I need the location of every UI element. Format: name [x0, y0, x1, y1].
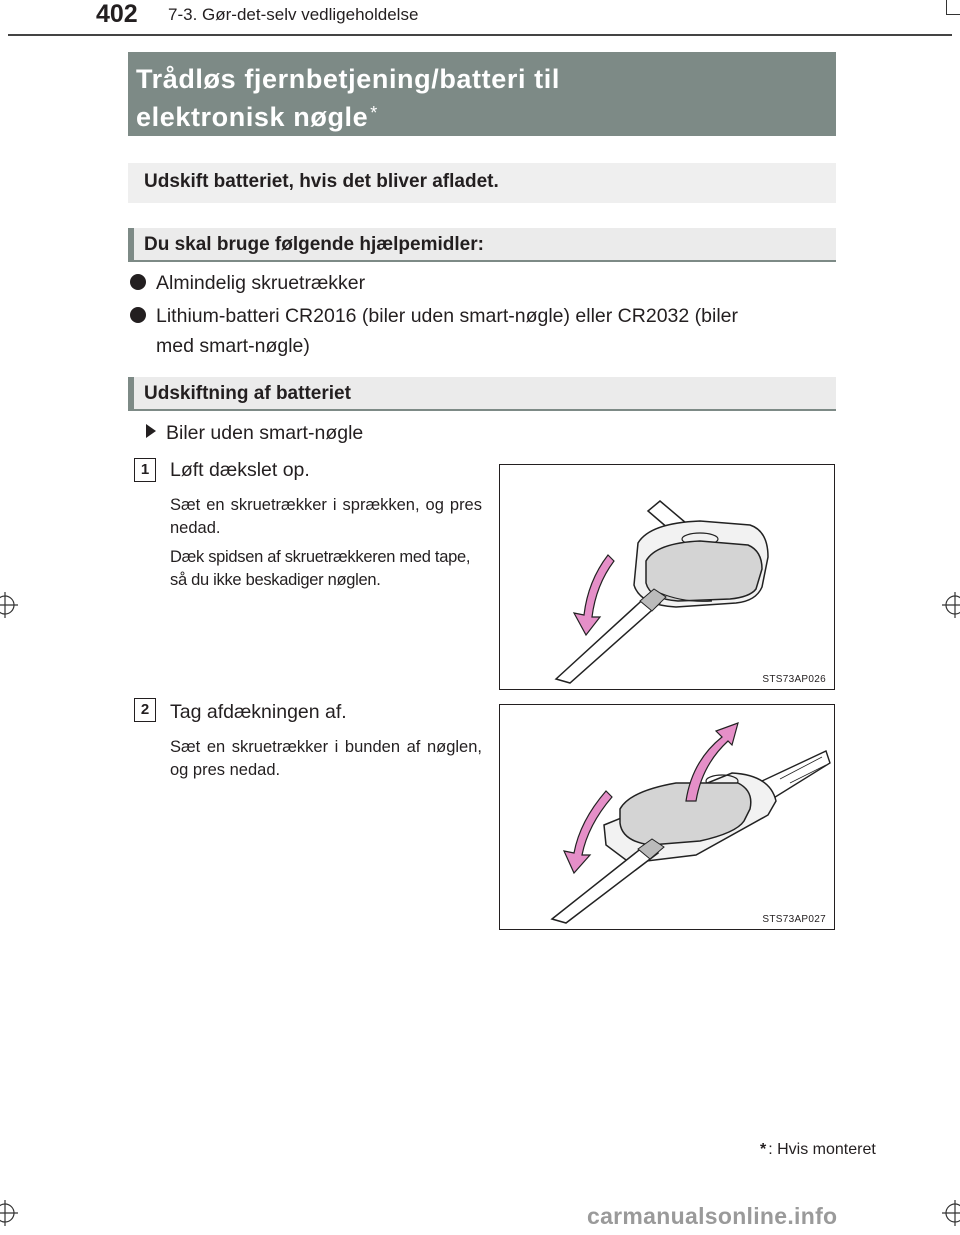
footnote-star: *: [760, 1141, 767, 1158]
step-2-note-1: Sæt en skruetrækker i bunden af nøglen, …: [170, 738, 482, 779]
figure-code: STS73AP027: [762, 914, 826, 925]
step-1-note-2: Dæk spidsen af skruetrækkeren med tape, …: [170, 548, 471, 589]
figure-code: STS73AP026: [762, 674, 826, 685]
section-label: 7-3. Gør-det-selv vedligeholdelse: [168, 5, 419, 24]
header-rule: [8, 34, 952, 36]
page-title-line-2-text: elektronisk nøgle: [136, 102, 369, 132]
page-title: Trådløs fjernbetjening/batteri til elekt…: [128, 52, 836, 136]
page-title-line-2: elektronisk nøgle*: [136, 98, 836, 136]
right-triangle-icon: [146, 424, 156, 438]
registration-mark-icon: [0, 1200, 18, 1226]
list-item-text: Almindelig skruetrækker: [156, 272, 366, 294]
key-cover-illustration: [554, 500, 769, 684]
registration-mark-icon: [0, 592, 18, 618]
figure-remove-cover: STS73AP027: [499, 704, 835, 930]
step-2-title: Tag afdækningen af.: [170, 701, 347, 723]
step-number-2: 2: [134, 698, 156, 722]
footnote: *: Hvis monteret: [760, 1141, 876, 1159]
list-item-text: Lithium-batteri CR2016 (biler uden smart…: [156, 305, 738, 327]
bullet-icon: [130, 274, 146, 290]
figure-lift-cover: STS73AP026: [499, 464, 835, 690]
asterisk-mark: *: [370, 103, 378, 123]
watermark: carmanualsonline.info: [587, 1203, 838, 1229]
list-item: Almindelig skruetrækker: [130, 267, 365, 299]
registration-mark-icon: [942, 1200, 960, 1226]
replacement-heading: Udskiftning af batteriet: [128, 377, 836, 411]
intro-box: Udskift batteriet, hvis det bliver aflad…: [128, 163, 836, 203]
footnote-text: : Hvis monteret: [768, 1141, 876, 1158]
list-item-continuation: med smart-nøgle): [156, 335, 310, 357]
page-title-line-1: Trådløs fjernbetjening/batteri til: [136, 64, 560, 94]
bullet-icon: [130, 307, 146, 323]
step-number-1: 1: [134, 458, 156, 482]
registration-mark-icon: [942, 592, 960, 618]
variant-label-text: Biler uden smart-nøgle: [166, 422, 364, 444]
key-removal-illustration: [550, 722, 831, 924]
tools-heading: Du skal bruge følgende hjælpemidler:: [128, 228, 836, 262]
page-number: 402: [96, 0, 138, 28]
step-1-title: Løft dækslet op.: [170, 459, 310, 481]
crop-mark: [946, 0, 960, 15]
step-1-note-1: Sæt en skruetrækker i sprækken, og pres …: [170, 496, 482, 537]
variant-label: Biler uden smart-nøgle: [146, 421, 363, 445]
list-item: Lithium-batteri CR2016 (biler uden smart…: [130, 300, 738, 332]
